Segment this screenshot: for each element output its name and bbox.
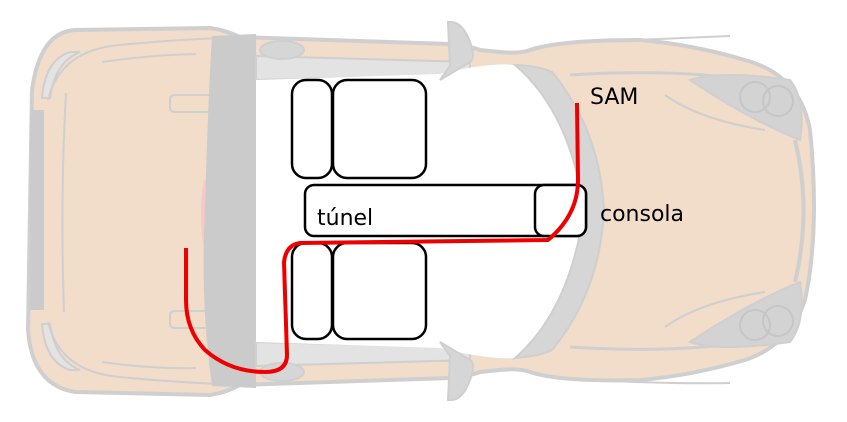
rear-deck-line	[61, 92, 67, 313]
hood-line	[609, 35, 731, 42]
rear-side-strip	[30, 110, 44, 310]
seat-top-cushion	[331, 78, 428, 180]
front-fender-edge	[793, 139, 806, 283]
side-mirror-top	[439, 20, 474, 81]
side-mirror-bottom	[439, 341, 474, 402]
label-tunnel: túnel	[317, 206, 373, 231]
hood-line	[664, 94, 766, 131]
headlight-top	[687, 74, 803, 142]
seat-top-back	[290, 78, 334, 180]
roll-bar	[203, 34, 256, 388]
headlight-bottom	[687, 280, 803, 348]
label-console: consola	[600, 202, 684, 227]
rear-deck-line	[47, 321, 221, 385]
label-sam: SAM	[590, 85, 638, 110]
hood-line	[609, 380, 731, 385]
hood-line	[664, 291, 766, 328]
door-handle	[169, 94, 216, 113]
cable-route	[184, 102, 580, 374]
seat-bottom-cushion	[331, 241, 428, 341]
cabin-elements	[290, 78, 588, 341]
seat-bottom-back	[290, 241, 334, 341]
rear-deck-line	[101, 361, 197, 370]
rear-deck-line	[101, 53, 197, 63]
rear-deck-line	[47, 37, 221, 101]
console	[533, 183, 588, 238]
mirror-base	[259, 40, 305, 60]
